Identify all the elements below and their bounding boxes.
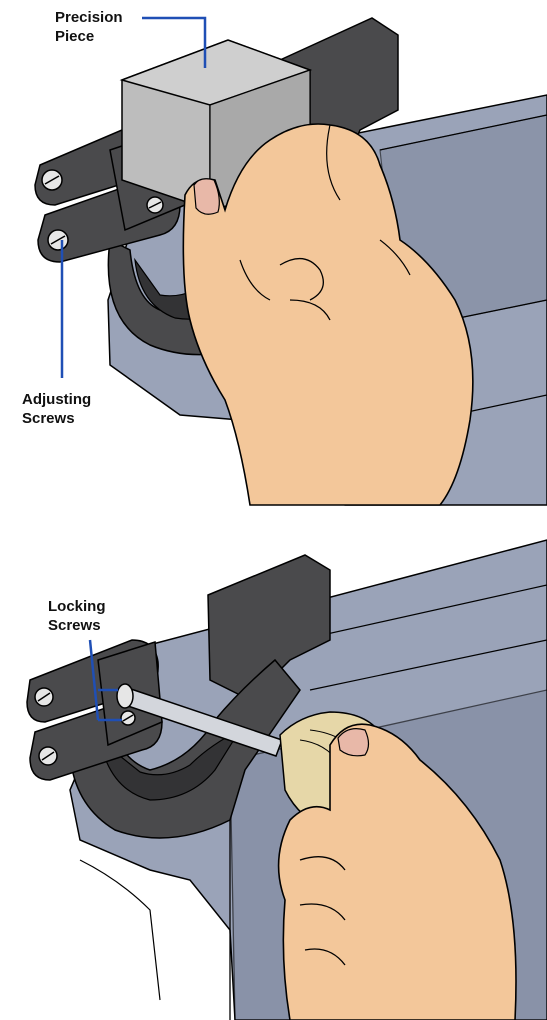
thumbnail-icon: [338, 729, 369, 756]
locking-screws-label: Locking Screws: [48, 597, 106, 635]
screwdriver-tip: [117, 684, 133, 708]
top-panel: [35, 18, 547, 505]
precision-piece-label: Precision Piece: [55, 8, 123, 46]
adjusting-screws-label: Adjusting Screws: [22, 390, 91, 428]
thumbnail-icon: [194, 179, 219, 214]
